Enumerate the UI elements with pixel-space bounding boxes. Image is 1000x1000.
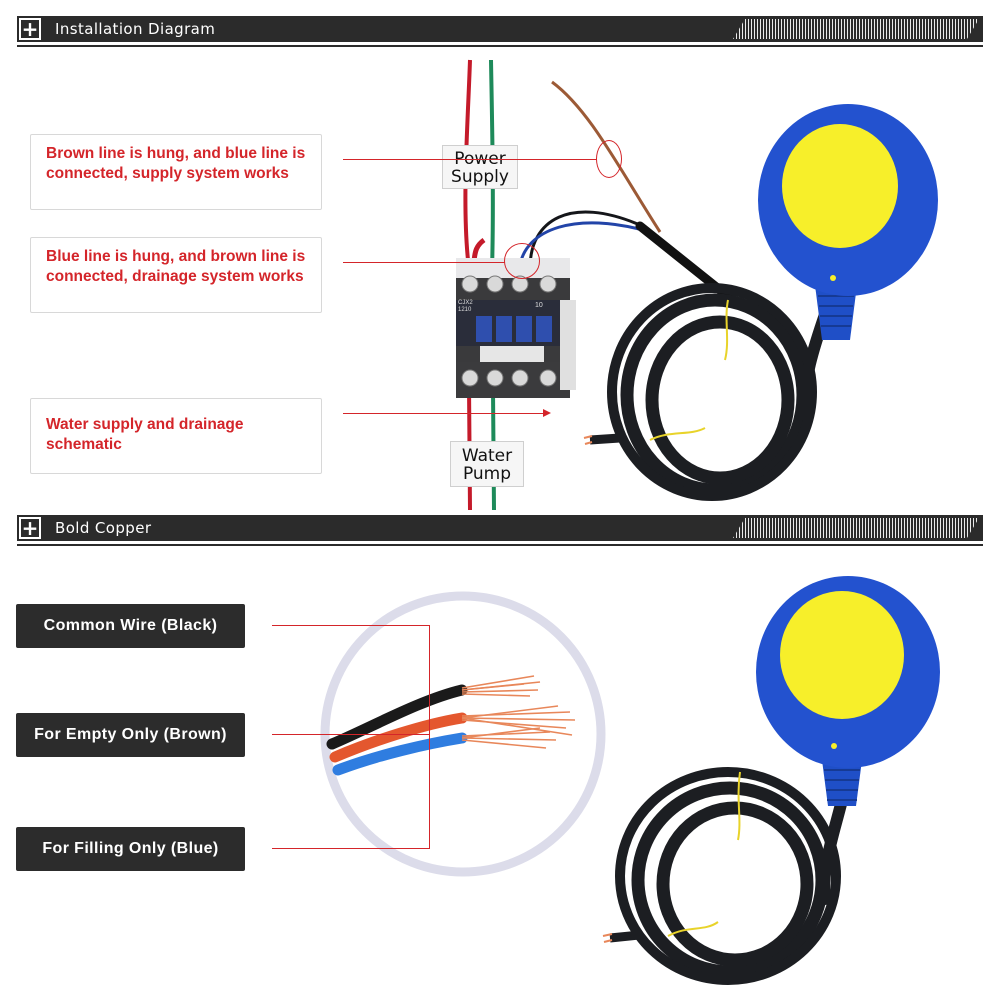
arrow-right-icon [543, 409, 551, 417]
decorative-hatch [733, 19, 979, 39]
power-tag-line2: Supply [451, 167, 509, 187]
connector-line-brown [272, 734, 430, 735]
section-title-installation: Installation Diagram [55, 20, 216, 38]
expand-plus-icon[interactable]: + [19, 517, 41, 539]
decorative-hatch [733, 518, 979, 538]
connector-line-black [272, 625, 430, 626]
pump-tag-line2: Pump [462, 464, 512, 484]
section-header-copper: + Bold Copper [17, 515, 983, 546]
note-schematic: Water supply and drainage schematic [30, 398, 322, 474]
label-common-wire: Common Wire (Black) [16, 604, 245, 648]
leader-line-drainage [343, 262, 505, 263]
pump-tag-line1: Water [461, 446, 513, 466]
label-filling-only: For Filling Only (Blue) [16, 827, 245, 871]
section-header-installation: + Installation Diagram [17, 16, 983, 47]
connector-line-blue [272, 848, 430, 849]
label-empty-only: For Empty Only (Brown) [16, 713, 245, 757]
contactor-model-label: CJX2 1210 [458, 300, 473, 313]
section-title-copper: Bold Copper [55, 519, 152, 537]
brown-wire-marker [596, 140, 622, 178]
expand-plus-icon[interactable]: + [19, 18, 41, 40]
water-pump-tag: Water Pump [450, 441, 524, 487]
note-supply-works: Brown line is hung, and blue line is con… [30, 134, 322, 210]
contactor-number-label: 10 [535, 302, 543, 309]
leader-line-supply [343, 159, 597, 160]
blue-wire-marker [504, 243, 540, 279]
leader-line-schematic [343, 413, 543, 414]
power-supply-tag: Power Supply [442, 145, 518, 189]
note-drainage-works: Blue line is hung, and brown line is con… [30, 237, 322, 313]
connector-line-vertical [429, 625, 430, 849]
